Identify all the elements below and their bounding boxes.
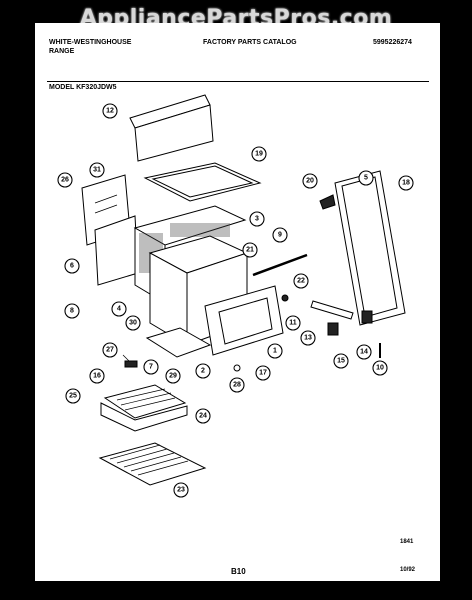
callout-25: 25 — [65, 388, 81, 404]
callout-15: 15 — [333, 353, 349, 369]
part-latch — [327, 322, 339, 336]
svg-text:19: 19 — [255, 151, 263, 158]
part-rear-trim — [129, 94, 214, 162]
part-oven-rack — [98, 442, 207, 486]
callout-21: 21 — [242, 242, 258, 258]
part-screw-22 — [281, 294, 289, 302]
svg-text:30: 30 — [129, 320, 137, 327]
svg-text:14: 14 — [360, 349, 368, 356]
brand-line-2: RANGE — [49, 48, 75, 55]
brand-line-1: WHITE-WESTINGHOUSE — [49, 39, 132, 46]
exploded-view: 12 19 26 31 3 20 5 18 21 9 6 22 8 4 30 1… — [57, 94, 414, 498]
callout-7: 7 — [143, 359, 159, 375]
part-broiler-pan — [100, 384, 188, 432]
svg-text:24: 24 — [199, 413, 207, 420]
catalog-date: 10/92 — [400, 567, 416, 573]
callout-1: 1 — [267, 343, 283, 359]
svg-text:3: 3 — [255, 216, 259, 223]
part-bracket — [319, 194, 336, 210]
svg-text:11: 11 — [289, 320, 297, 327]
part-clip — [361, 310, 373, 324]
callout-24: 24 — [195, 408, 211, 424]
svg-text:28: 28 — [233, 382, 241, 389]
svg-text:23: 23 — [177, 487, 185, 494]
part-rear-panel — [334, 170, 406, 326]
svg-text:29: 29 — [169, 373, 177, 380]
parts-diagram-sheet: WHITE-WESTINGHOUSE RANGE FACTORY PARTS C… — [35, 23, 440, 581]
callout-8: 8 — [64, 303, 80, 319]
page-number: B10 — [231, 567, 246, 576]
callout-5: 5 — [358, 170, 374, 186]
callout-12: 12 — [102, 103, 118, 119]
part-floor-panel — [145, 327, 212, 358]
part-hardware — [124, 360, 138, 368]
callout-30: 30 — [125, 315, 141, 331]
callout-26: 26 — [57, 172, 73, 188]
part-front-frame — [204, 285, 284, 356]
callout-31: 31 — [89, 162, 105, 178]
svg-text:21: 21 — [246, 247, 254, 254]
callout-9: 9 — [272, 227, 288, 243]
svg-text:10: 10 — [376, 365, 384, 372]
svg-text:12: 12 — [106, 108, 114, 115]
catalog-title: FACTORY PARTS CATALOG — [203, 39, 297, 46]
svg-text:22: 22 — [297, 278, 305, 285]
svg-text:27: 27 — [106, 347, 114, 354]
callout-4: 4 — [111, 301, 127, 317]
svg-text:8: 8 — [70, 308, 74, 315]
callout-13: 13 — [300, 330, 316, 346]
catalog-number: 5995226274 — [373, 39, 412, 46]
callout-6: 6 — [64, 258, 80, 274]
svg-text:1: 1 — [273, 348, 277, 355]
svg-text:20: 20 — [306, 178, 314, 185]
part-rod — [252, 253, 308, 277]
diagram-code: 1841 — [400, 539, 414, 545]
callout-28: 28 — [229, 377, 245, 393]
callout-19: 19 — [251, 146, 267, 162]
callout-17: 17 — [255, 365, 271, 381]
part-rail — [310, 300, 354, 320]
callout-29: 29 — [165, 368, 181, 384]
svg-text:17: 17 — [259, 370, 267, 377]
callout-10: 10 — [372, 360, 388, 376]
svg-text:9: 9 — [278, 232, 282, 239]
callout-20: 20 — [302, 173, 318, 189]
callout-11: 11 — [285, 315, 301, 331]
svg-text:18: 18 — [402, 180, 410, 187]
callout-16: 16 — [89, 368, 105, 384]
svg-text:16: 16 — [93, 373, 101, 380]
callout-14: 14 — [356, 344, 372, 360]
model-label: MODEL KF320JDW5 — [49, 84, 117, 91]
callout-2: 2 — [195, 363, 211, 379]
svg-text:6: 6 — [70, 263, 74, 270]
svg-text:4: 4 — [117, 306, 121, 313]
svg-text:25: 25 — [69, 393, 77, 400]
header-rule — [47, 81, 429, 82]
svg-text:7: 7 — [149, 364, 153, 371]
callout-3: 3 — [249, 211, 265, 227]
callout-18: 18 — [398, 175, 414, 191]
svg-text:15: 15 — [337, 358, 345, 365]
callout-22: 22 — [293, 273, 309, 289]
svg-text:13: 13 — [304, 335, 312, 342]
svg-text:31: 31 — [93, 167, 101, 174]
svg-text:2: 2 — [201, 368, 205, 375]
svg-text:26: 26 — [61, 177, 69, 184]
callout-23: 23 — [173, 482, 189, 498]
svg-text:5: 5 — [364, 175, 368, 182]
callout-27: 27 — [102, 342, 118, 358]
part-screw-28 — [233, 364, 241, 372]
